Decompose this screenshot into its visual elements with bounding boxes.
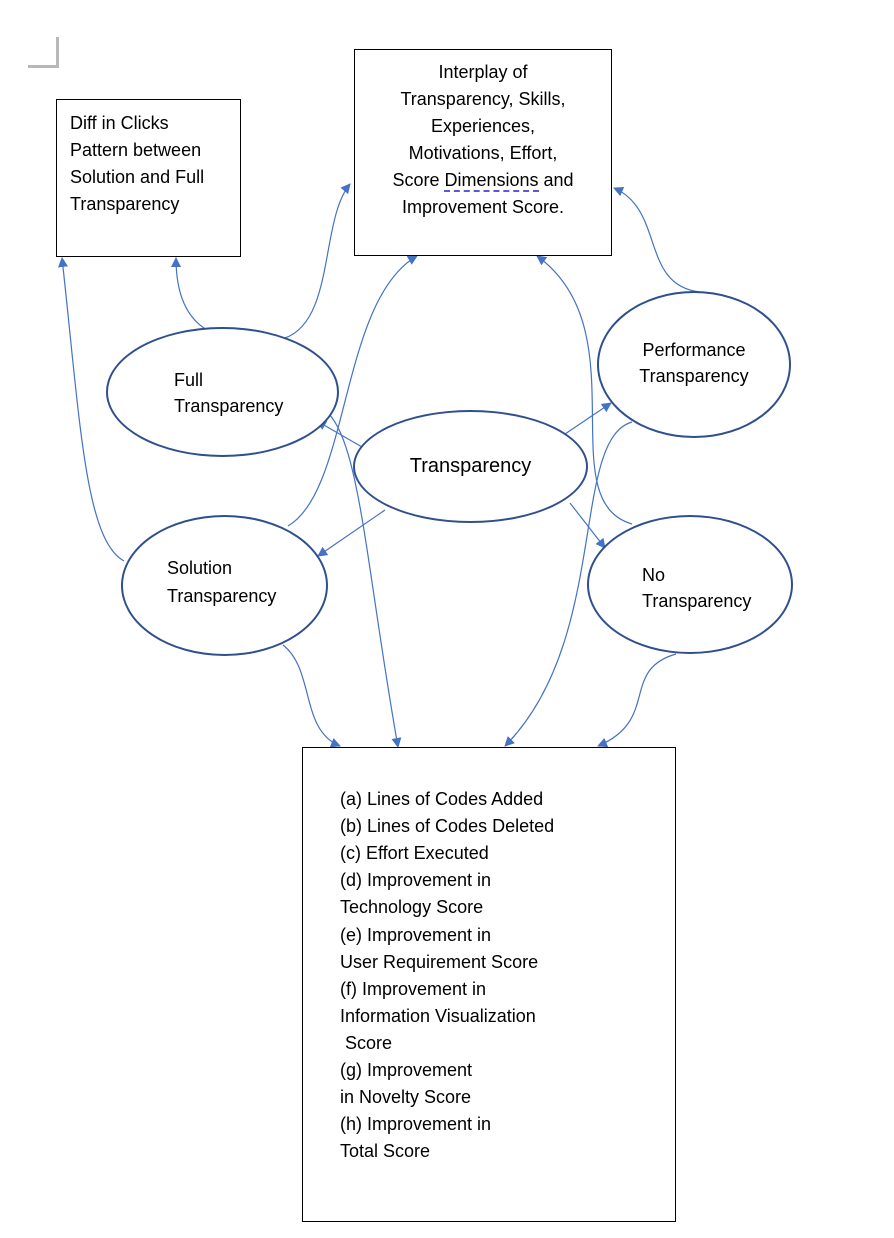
outcome-line: Information Visualization bbox=[340, 1005, 536, 1026]
arrow-no-to-interplay bbox=[536, 255, 633, 525]
diff-clicks-line: Solution and Full bbox=[70, 167, 205, 187]
node-full-transparency: Full Transparency bbox=[106, 327, 339, 457]
outcome-line: (e) Improvement in bbox=[340, 924, 492, 945]
diff-clicks-line: Diff in Clicks bbox=[70, 113, 169, 133]
node-transparency: Transparency bbox=[353, 410, 588, 523]
arrow-performance-to-interplay bbox=[613, 186, 701, 293]
outcome-line: (h) Improvement in bbox=[340, 1114, 492, 1135]
outcome-line: (c) Effort Executed bbox=[340, 843, 489, 864]
node-label: Transparency bbox=[167, 586, 277, 606]
arrow-no-to-outcomes bbox=[597, 653, 677, 748]
outcome-line: (a) Lines of Codes Added bbox=[340, 789, 544, 809]
outcome-line: Technology Score bbox=[340, 897, 484, 918]
interplay-line: Improvement Score. bbox=[401, 197, 565, 217]
node-label: Full bbox=[174, 370, 204, 390]
outcome-line: in Novelty Score bbox=[340, 1087, 472, 1108]
node-label: Transparency bbox=[174, 396, 284, 416]
interplay-line: Transparency, Skills, bbox=[400, 89, 566, 109]
interplay-score-text: Score bbox=[392, 170, 445, 190]
interplay-box: Interplay of Transparency, Skills, Exper… bbox=[354, 49, 612, 256]
node-label: Solution bbox=[167, 558, 233, 578]
node-solution-transparency: Solution Transparency bbox=[121, 515, 328, 656]
page-corner-mark bbox=[28, 37, 59, 68]
diff-clicks-line: Transparency bbox=[70, 194, 180, 214]
node-label: Performance bbox=[642, 340, 746, 360]
outcome-line: (f) Improvement in bbox=[340, 978, 487, 999]
arrow-full-to-diff bbox=[171, 257, 208, 331]
arrow-transparency-to-performance bbox=[564, 402, 612, 435]
arrow-transparency-to-no bbox=[569, 502, 606, 549]
arrow-full-to-interplay bbox=[284, 183, 351, 339]
outcome-line: (d) Improvement in bbox=[340, 870, 492, 891]
spellcheck-flagged-word[interactable]: Dimensions bbox=[444, 170, 539, 192]
arrow-solution-to-diff bbox=[58, 257, 125, 562]
arrow-transparency-to-solution bbox=[317, 509, 386, 557]
outcome-line: (g) Improvement bbox=[340, 1060, 473, 1080]
arrow-solution-to-outcomes bbox=[282, 644, 341, 748]
interplay-line: Interplay of bbox=[438, 62, 528, 82]
outcome-line: Total Score bbox=[340, 1141, 431, 1162]
diff-clicks-line: Pattern between bbox=[70, 140, 202, 160]
node-no-transparency: No Transparency bbox=[587, 515, 793, 654]
outcome-line: User Requirement Score bbox=[340, 951, 539, 972]
outcomes-box: (a) Lines of Codes Added (b) Lines of Cod… bbox=[302, 747, 676, 1222]
arrow-transparency-to-full bbox=[316, 420, 363, 448]
node-label: Transparency bbox=[642, 591, 752, 611]
interplay-line: Score Dimensions and bbox=[355, 167, 611, 194]
arrow-performance-to-outcomes bbox=[504, 421, 633, 747]
outcome-line: Score bbox=[340, 1032, 393, 1053]
node-performance-transparency: Performance Transparency bbox=[597, 291, 791, 438]
outcome-line: (b) Lines of Codes Deleted bbox=[340, 816, 555, 837]
node-label: No bbox=[642, 565, 666, 585]
interplay-and-text: and bbox=[538, 170, 574, 190]
interplay-line: Experiences, bbox=[430, 116, 536, 136]
arrow-full-to-outcomes bbox=[324, 409, 402, 748]
node-label: Transparency bbox=[639, 366, 749, 386]
node-label: Transparency bbox=[409, 455, 532, 477]
diff-clicks-box: Diff in Clicks Pattern between Solution … bbox=[56, 99, 241, 257]
interplay-line: Motivations, Effort, bbox=[408, 143, 558, 163]
arrow-solution-to-interplay bbox=[287, 255, 418, 527]
